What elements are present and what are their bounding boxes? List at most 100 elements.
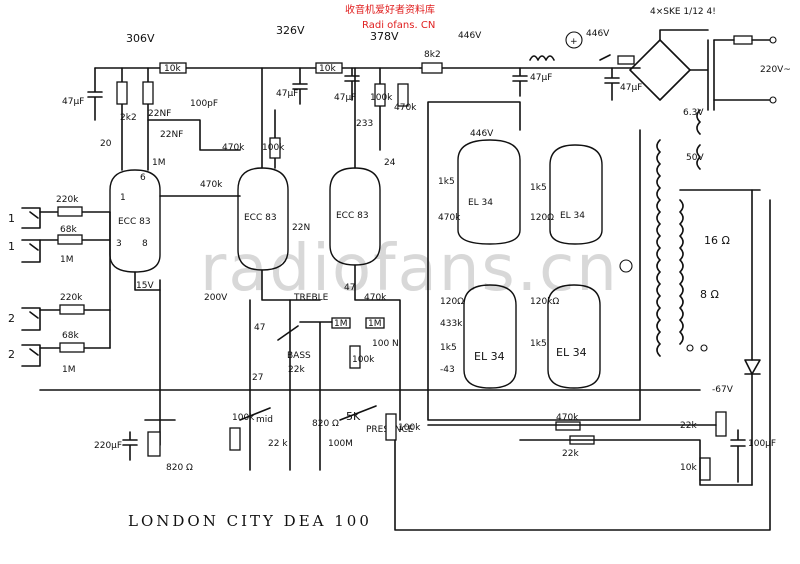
r1k5-d-label: 1k5 [530,339,547,349]
svg-text:+: + [570,37,578,47]
svg-text:3: 3 [116,239,122,249]
r120-c-label: 120kΩ [530,297,559,307]
bass-label: BASS [287,351,311,361]
r470k-a-label: 470k [222,143,245,153]
power-section: 4×SKE 1/12 4! 220V~ 6.3V 50V [629,7,791,170]
input-2b-label: 2 [8,348,15,361]
tube-el34-d: EL 34 120kΩ 1k5 [530,284,601,389]
r470-a-label: 470k [394,103,417,113]
r8k2-label: 8k2 [424,50,441,60]
c100pf-label: 100pF [190,99,218,109]
c47-c-label: 47µF [334,93,356,103]
c47-d-label: 47µF [530,73,552,83]
v15-label: 15V [136,281,154,291]
r1k5-c-label: 1k5 [440,343,457,353]
r220k-b-label: 220k [60,293,83,303]
c22n-label: 22N [292,223,310,233]
ecc83-c-label: ECC 83 [336,211,369,221]
el34-a-label: EL 34 [468,198,493,208]
rectifier-label: 4×SKE 1/12 4! [650,7,716,17]
r68k-a-label: 68k [60,225,77,235]
r100k-a-label: 100k [262,143,285,153]
r1m-c-label: 1M [152,158,166,168]
output-stage-frame [427,101,641,421]
c47-e-label: 47µF [620,83,642,93]
r1k5-a-label: 1k5 [438,177,455,187]
input-2-label: 2 [8,312,15,325]
k20-label: 20 [100,139,112,149]
voltage-306: 306V [126,32,155,45]
svg-text:6: 6 [140,173,146,183]
svg-text:1: 1 [120,193,126,203]
c24-label: 24 [384,158,396,168]
voltage-446c: 446V [586,29,610,39]
v200-label: 200V [204,293,228,303]
r56k-label: 47 [254,323,265,333]
c22nf-b-label: 22NF [160,130,183,140]
ecc83-a-label: ECC 83 [118,217,151,227]
tube-ecc83-b: ECC 83 100k 22N 200V 47 TREBLE BASS 22k … [204,67,339,471]
r470k-b-label: 470k [200,180,223,190]
ht-supply-rail: 10k 10k 8k2 + 446V 446V [94,29,641,74]
r47k-label: 22k [562,449,579,459]
out-8-label: 8 Ω [700,288,719,301]
c220uf-label: 220µF [94,441,122,451]
r10k-a-label: 10k [164,64,181,74]
voltage-378: 378V [370,30,399,43]
r68k-b-label: 68k [62,331,79,341]
v446a-label: 446V [470,129,494,139]
r45-label: 47 [344,283,355,293]
tube-el34-a: 446V EL 34 1k5 470k [438,129,521,245]
el34-b-label: EL 34 [560,211,585,221]
r120-b-label: 120Ω [440,297,464,307]
r1k5-b-label: 1k5 [530,183,547,193]
r1m-d-label: 1M [334,319,348,329]
v43-label: -43 [440,365,455,375]
r10k-b-label: 10k [319,64,336,74]
output-transformer: 16 Ω 8 Ω [619,139,761,357]
c47-b-label: 47µF [276,89,298,99]
mid-label: mid [256,415,273,425]
c27-label: 27 [252,373,263,383]
background-watermark: radiofans.cn [200,232,619,306]
schematic-title: LONDON CITY DEA 100 [128,512,372,530]
tube-el34-b: EL 34 1k5 120Ω [530,144,603,245]
input-1-label: 1 [8,212,15,225]
r100k-e-label: 100k [398,423,421,433]
treble-label: TREBLE [293,293,329,303]
voltage-326: 326V [276,24,305,37]
r433-label: 433k [440,319,463,329]
bias-voltage: 50V [686,153,704,163]
r470k-d-label: 470k [556,413,579,423]
filter-caps: 47µF 47µF 47µF 47µF 47µF [62,67,642,121]
r820-a-label: 820 Ω [166,463,193,473]
k233-label: 233 [356,119,373,129]
el34-d-label: EL 34 [556,346,587,359]
r220k-a-label: 220k [56,195,79,205]
bias-supply: -67V 22k 10k 100µF 470k 22k [427,189,776,486]
c22nf-a-label: 22NF [148,109,171,119]
c100uf-label: 100µF [748,439,776,449]
cathode-network-a: 220µF 820 Ω [39,279,701,473]
c100n-label: 100 N [372,339,399,349]
heater-voltage: 6.3V [683,108,704,118]
watermark-chinese: 收音机爱好者资料库 [345,3,435,16]
r22k-a-label: 22k [288,365,305,375]
r22k-b-label: 22k [680,421,697,431]
c47-a-label: 47µF [62,97,84,107]
r100k-d-label: 100k [352,355,375,365]
out-16-label: 16 Ω [704,234,730,247]
tube-ecc83-c: ECC 83 100k 470k 233 24 47 470k 1M 1M 10… [299,67,421,471]
tube-ecc83-a: ECC 83 1 6 3 8 2k2 22NF 100pF 22NF 20 1M 4… [100,67,245,291]
r1m-b-label: 1M [62,365,76,375]
vneg67-label: -67V [712,385,734,395]
r1m-e-label: 1M [368,319,382,329]
tube-el34-c: EL 34 120Ω 433k 1k5 -43 [440,284,517,389]
r470k-c-label: 470k [364,293,387,303]
r2k2-label: 2k2 [120,113,137,123]
r100m-label: 100M [328,439,353,449]
svg-text:8: 8 [142,239,148,249]
voltage-446b: 446V [458,31,482,41]
r1m-a-label: 1M [60,255,74,265]
